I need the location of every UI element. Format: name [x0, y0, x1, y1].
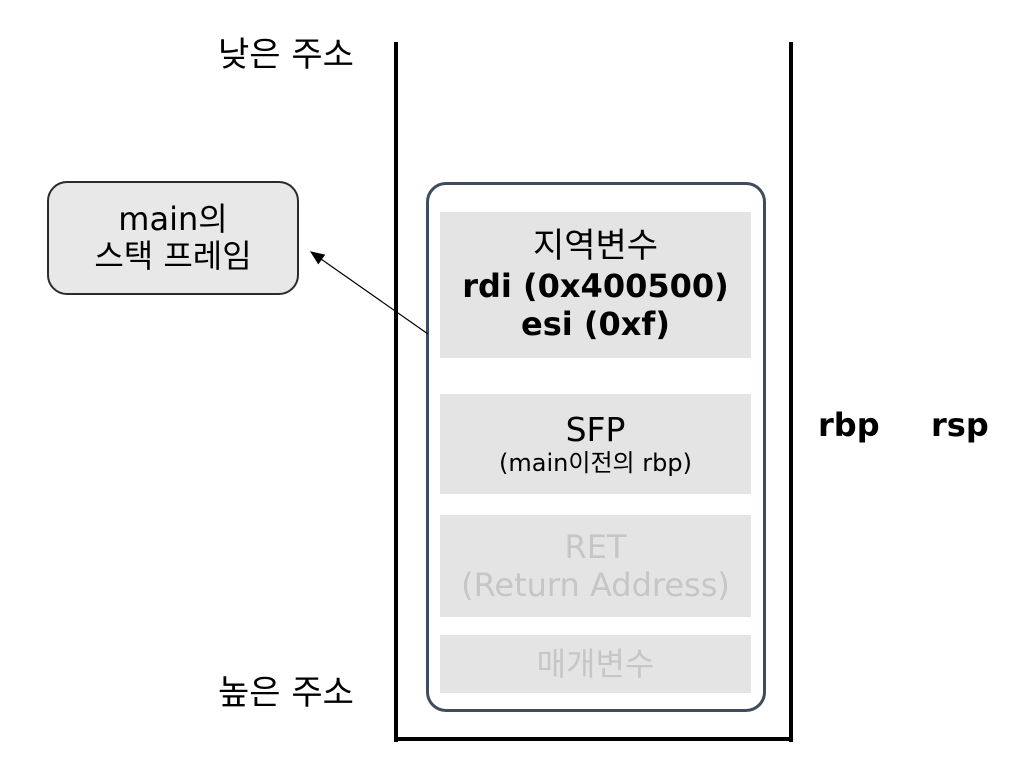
stack-left-wall: [394, 42, 398, 742]
sfp-subtitle: (main이전의 rbp): [499, 449, 692, 478]
main-stack-frame: [426, 182, 766, 712]
stack-bottom-wall: [394, 737, 793, 741]
sfp-slot: SFP (main이전의 rbp): [440, 394, 751, 494]
high-address-label: 높은 주소: [218, 673, 354, 713]
esi-value: esi (0xf): [521, 305, 670, 344]
parameters-slot: 매개변수: [440, 635, 751, 693]
callout-line-1: main의: [118, 200, 228, 239]
callout-line-2: 스택 프레임: [94, 237, 252, 275]
stack-right-wall: [789, 42, 793, 742]
local-variables-title: 지역변수: [532, 226, 659, 267]
low-address-label: 낮은 주소: [218, 35, 354, 75]
main-stack-frame-callout: main의 스택 프레임: [47, 181, 299, 295]
parameters-title: 매개변수: [536, 644, 655, 683]
rdi-value: rdi (0x400500): [462, 267, 729, 305]
ret-title: RET: [564, 527, 627, 566]
sfp-title: SFP: [565, 409, 626, 449]
ret-subtitle: (Return Address): [461, 566, 730, 604]
rsp-label: rsp: [931, 406, 989, 444]
ret-slot: RET (Return Address): [440, 515, 751, 617]
local-variables-slot: 지역변수 rdi (0x400500) esi (0xf): [440, 212, 751, 358]
rbp-label: rbp: [818, 406, 880, 444]
